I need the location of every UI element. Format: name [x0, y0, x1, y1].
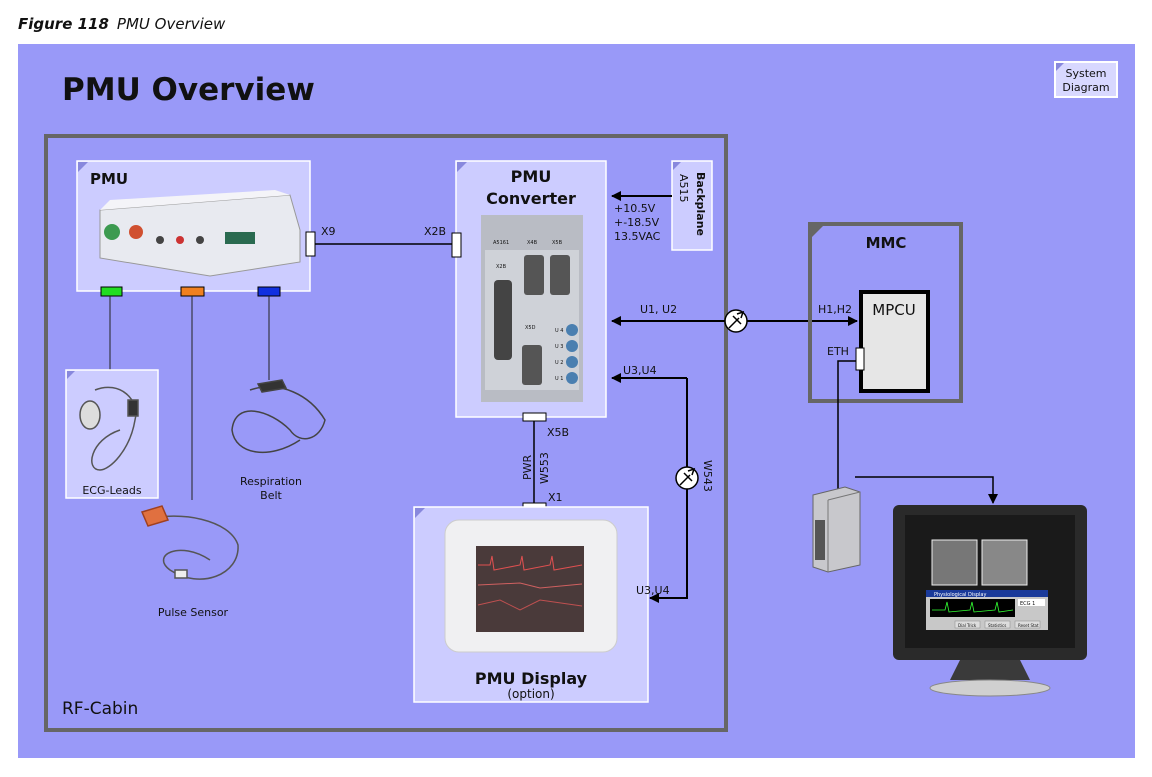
pulse-sensor-photo — [140, 505, 239, 580]
system-diagram-label-2: Diagram — [1062, 81, 1109, 94]
ecg-leads-photo — [79, 386, 139, 471]
mpcu-label: MPCU — [872, 301, 915, 319]
eth-label: ETH — [827, 345, 849, 358]
pmu-device-photo — [99, 190, 301, 277]
pmu-display-subtitle: (option) — [507, 687, 554, 701]
converter-title-2: Converter — [486, 189, 576, 208]
x5b-connector — [522, 412, 547, 422]
pmu-box[interactable]: PMU — [76, 160, 311, 292]
photo-label-u1: U 1 — [555, 376, 563, 382]
mpcu-box[interactable]: MPCU — [859, 290, 930, 393]
respiration-connector — [257, 286, 281, 297]
pmu-title: PMU — [90, 170, 128, 188]
w543-cable — [649, 378, 688, 603]
u3u4-bottom-label: U3,U4 — [636, 584, 670, 597]
w553-label: W553 — [538, 452, 551, 484]
u1u2-label: U1, U2 — [640, 303, 677, 316]
system-diagram-label-1: System — [1065, 67, 1106, 80]
ecg-leads-box[interactable]: ECG-Leads — [65, 369, 159, 499]
x5b-label: X5B — [547, 426, 569, 439]
converter-title-1: PMU — [511, 167, 552, 186]
monitor-cable — [855, 476, 998, 504]
ecg-leads-label: ECG-Leads — [82, 484, 142, 497]
pulse-connector — [180, 286, 205, 297]
computer-tower-icon — [812, 486, 861, 573]
photo-label-a5161: A5161 — [493, 240, 509, 246]
x2b-label: X2B — [424, 225, 446, 238]
monitor-dropdown: ECG 1 — [1020, 601, 1035, 607]
photo-label-x2b: X2B — [496, 264, 507, 270]
voltage-13-5vac: 13.5VAC — [614, 230, 661, 243]
figure-number: Figure 118 — [18, 15, 109, 33]
pmu-display-box[interactable]: PMU Display (option) — [413, 506, 649, 703]
ecg-connector — [100, 286, 123, 297]
photo-label-u3: U 3 — [555, 344, 563, 350]
converter-photo: A5161 X4B X5B X2B X5D U 4 U 3 U 2 U 1 — [481, 215, 583, 402]
photo-label-x5d: X5D — [525, 325, 536, 331]
pwr-label: PWR — [521, 454, 534, 480]
monitor-button-1: Dial Trick — [958, 623, 977, 628]
photo-label-u2: U 2 — [555, 360, 563, 366]
pulse-sensor-label: Pulse Sensor — [158, 606, 229, 619]
photo-label-x5b: X5B — [552, 240, 563, 246]
photo-label-x4b: X4B — [527, 240, 538, 246]
monitor-window-title: Physiological Display — [934, 592, 986, 598]
fiber-optic-icon-w543 — [675, 466, 699, 490]
rf-cabin-frame — [44, 134, 728, 732]
rf-cabin-label: RF-Cabin — [62, 699, 138, 719]
eth-cable — [837, 360, 857, 490]
pmu-display-title: PMU Display — [475, 669, 588, 688]
figure-caption: Figure 118 PMU Overview — [18, 15, 225, 33]
voltage-10-5: +10.5V — [614, 202, 656, 215]
h1h2-label: H1,H2 — [818, 303, 852, 316]
x9-connector — [305, 231, 316, 257]
backplane-box[interactable]: Backplane A515 — [671, 160, 713, 251]
voltage-18-5: +-18.5V — [614, 216, 660, 229]
figure-title: PMU Overview — [116, 15, 226, 33]
backplane-id: A515 — [677, 174, 690, 203]
respiration-belt-photo — [231, 379, 326, 454]
mmc-box[interactable]: MMC — [808, 222, 963, 403]
system-diagram-button[interactable]: System Diagram — [1054, 61, 1118, 98]
backplane-title: Backplane — [694, 172, 707, 236]
pmu-display-photo — [444, 519, 618, 653]
eth-connector — [855, 347, 865, 371]
x2b-connector — [451, 232, 462, 258]
u3u4-top-label: U3,U4 — [623, 364, 657, 377]
respiration-belt-label-1: Respiration — [240, 475, 302, 488]
pmu-converter-box[interactable]: PMU Converter A5161 X4B X5B X2B X5D U 4 … — [455, 160, 607, 418]
x1-label: X1 — [548, 491, 563, 504]
diagram-title: PMU Overview — [62, 72, 315, 108]
monitor-button-2: Statistics — [988, 623, 1006, 628]
monitor-icon: Physiological Display ECG 1 Dial Trick S… — [893, 505, 1087, 697]
x9-label: X9 — [321, 225, 336, 238]
w543-label: W543 — [701, 460, 714, 492]
photo-label-u4: U 4 — [555, 328, 563, 334]
fiber-optic-icon — [724, 309, 748, 333]
respiration-belt-label-2: Belt — [260, 489, 282, 502]
mmc-title: MMC — [866, 234, 907, 252]
monitor-button-3: Reset Stat — [1018, 623, 1039, 628]
